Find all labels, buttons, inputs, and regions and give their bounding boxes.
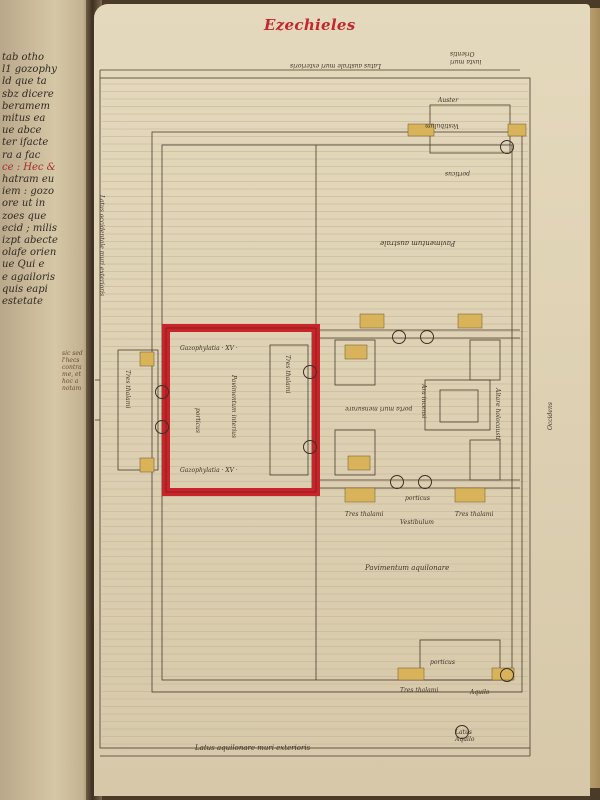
label-thalami-3: Tres thalami — [400, 687, 439, 694]
porta-circle-3 — [420, 330, 434, 344]
left-page-line: hatram eu — [2, 174, 55, 185]
left-page-line: quis eapi — [2, 283, 48, 295]
left-page-line: l1 gozophy — [2, 64, 57, 76]
left-page-line: estetate — [2, 296, 43, 307]
label-vestibulum-top: Vestibulum — [425, 122, 459, 129]
porta-circle-8 — [155, 385, 169, 399]
label-thalami-1: Tres thalami — [345, 511, 384, 518]
label-right-bottom-2: Aquilo — [455, 736, 475, 743]
left-page-line: ter ifacte — [2, 137, 49, 149]
label-porticus-mid: porticus — [405, 495, 430, 502]
left-page-line: iem : gozo — [2, 186, 55, 198]
label-right-top-1: iuxta muri — [450, 58, 482, 65]
left-page-line: mitus ea — [2, 113, 46, 124]
outer-wall — [99, 77, 531, 749]
label-altar: Ara incensi — [420, 384, 427, 419]
label-auster: Auster — [438, 97, 459, 104]
label-porticus-top: porticus — [445, 170, 470, 177]
label-thalami-left: Tres thalami — [124, 370, 131, 409]
label-porticus-inner: porticus — [194, 408, 201, 433]
label-thalami-inner: Tres thalami — [284, 355, 291, 394]
mid-wall — [151, 131, 523, 693]
porta-circle-2 — [392, 330, 406, 344]
left-page-line: ra a fac — [2, 149, 41, 161]
label-gazophylacium-top: Gazophylatia · XV · — [180, 345, 238, 352]
porta-circle-1 — [500, 140, 514, 154]
left-page-line: sbz dicere — [2, 88, 54, 100]
right-manuscript-page — [94, 4, 590, 796]
left-page-line: izpt abecte — [2, 235, 58, 246]
label-gazophylacium-bottom: Gazophylatia · XV · — [180, 467, 238, 474]
label-right-top-2: Orientis — [450, 50, 475, 57]
porta-circle-10 — [455, 725, 469, 739]
left-page-line: zoes que — [2, 210, 47, 222]
left-page-line: olafe orien — [2, 247, 57, 259]
left-page-line: ue abce — [2, 125, 42, 137]
label-pavement-south: Pavimentum australe — [380, 239, 456, 247]
label-outer-top: Latus australe muri exterioris — [290, 62, 381, 69]
label-aquilo: Aquilo — [470, 689, 490, 696]
label-porta-mensuram: porta muri mensurare — [345, 405, 413, 412]
label-vestibulum-bottom: Vestibulum — [400, 519, 434, 526]
inner-court — [161, 144, 513, 681]
porta-circle-11 — [500, 668, 514, 682]
porta-circle-9 — [155, 420, 169, 434]
label-altare-holocausti: Altare holocausti — [494, 388, 501, 440]
left-page-line: ce : Hec & — [2, 161, 56, 173]
left-page-line: tab otho — [2, 52, 45, 63]
left-page-line: ue Qui e — [2, 259, 45, 271]
left-page-line: e agailoris — [2, 271, 55, 283]
porta-circle-6 — [390, 475, 404, 489]
label-outer-left: Latus occidentale muri exterioris — [98, 195, 105, 297]
label-occidens: Occidens — [547, 402, 554, 430]
left-page-line: beramem — [2, 100, 50, 112]
left-page-line: ecid ; milis — [2, 222, 58, 234]
gazophylacium-red-frame — [162, 324, 320, 496]
margin-note: sic sed l'hecs contra me, et hoc a notam — [62, 350, 83, 392]
left-page-line: ld que ta — [2, 76, 47, 88]
label-pavement-north: Pavimentum aquilonare — [365, 564, 450, 572]
porta-circle-4 — [303, 365, 317, 379]
label-porticus-bottom: porticus — [430, 659, 455, 666]
porta-circle-7 — [418, 475, 432, 489]
porta-circle-5 — [303, 440, 317, 454]
label-thalami-2: Tres thalami — [455, 511, 494, 518]
left-page-line: ore ut in — [2, 198, 46, 210]
label-outer-bottom: Latus aquilonare muri exterioris — [195, 744, 311, 752]
page-header-title: Ezechieles — [264, 16, 356, 34]
label-pavement-inner: Pavimentum interius — [230, 375, 237, 439]
